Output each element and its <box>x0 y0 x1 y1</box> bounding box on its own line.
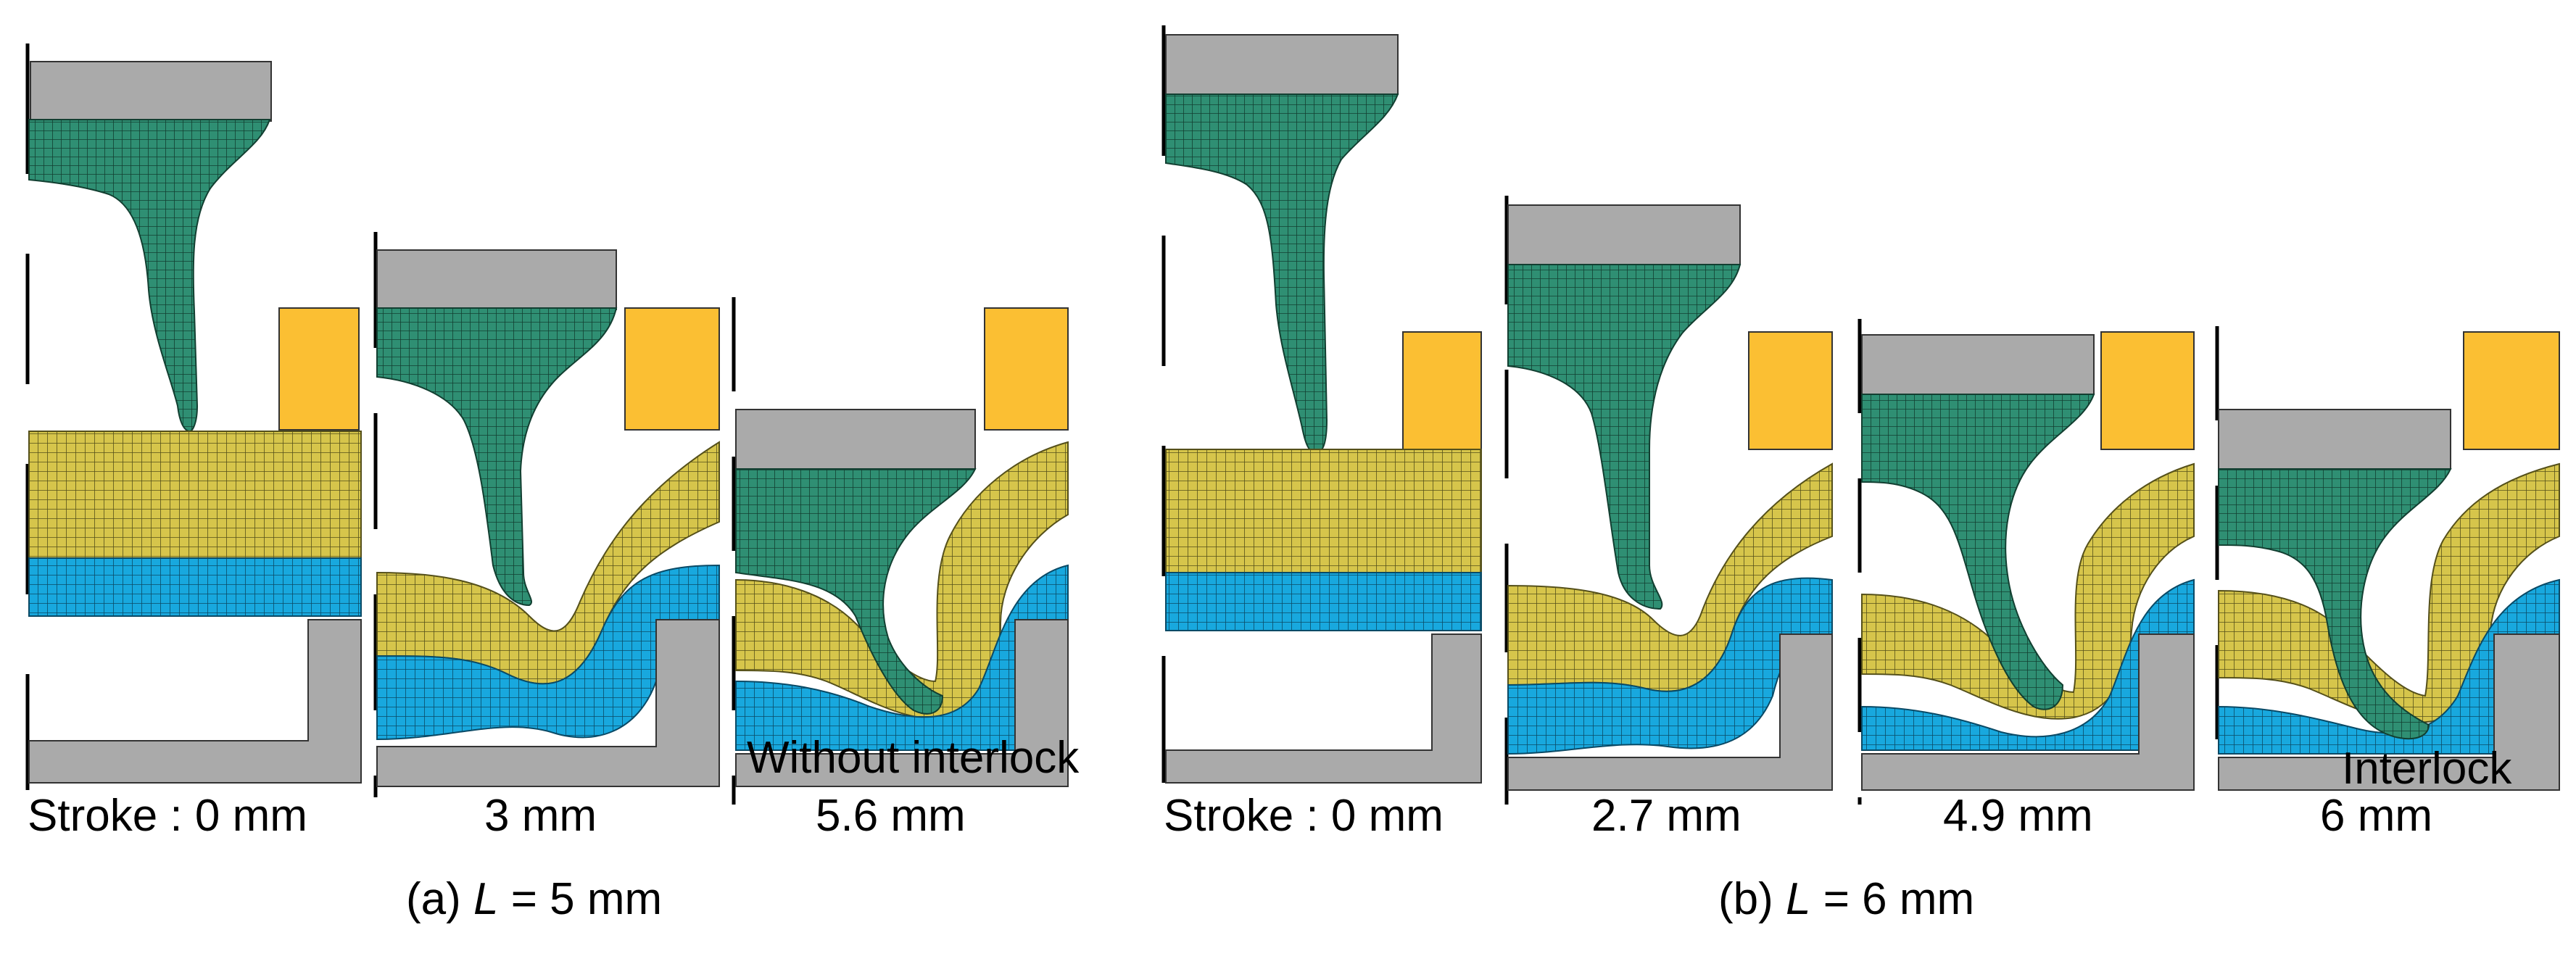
blankholder <box>376 249 617 310</box>
clamp <box>1748 331 1833 450</box>
stroke-label: Stroke : 0 mm <box>28 791 307 841</box>
upper-sheet <box>1165 449 1482 573</box>
stroke-label: 3 mm <box>484 791 597 841</box>
clamp <box>984 307 1069 431</box>
clamp <box>278 307 360 431</box>
lower-sheet <box>1165 572 1482 631</box>
die <box>1507 633 1833 791</box>
punch <box>1861 394 2095 710</box>
die <box>1165 633 1482 784</box>
blankholder <box>2218 409 2451 470</box>
panel-b-stroke-2-7 <box>1504 196 1833 805</box>
die <box>376 619 720 787</box>
punch <box>2218 468 2452 740</box>
punch <box>735 468 977 715</box>
stroke-label: 5.6 mm <box>816 791 966 841</box>
panel-b-stroke-0 <box>1161 25 1482 784</box>
punch <box>1507 264 1742 610</box>
caption-a: (a) L = 5 mm <box>406 874 663 924</box>
blankholder <box>1507 204 1741 265</box>
stroke-label: 4.9 mm <box>1943 791 2093 841</box>
panel-b-stroke-4-9 <box>1858 319 2195 805</box>
lower-sheet <box>735 564 1069 751</box>
stroke-label: Stroke : 0 mm <box>1164 791 1444 841</box>
upper-sheet <box>28 431 362 559</box>
interlock-note: Without interlock <box>747 733 1080 783</box>
interlock-note: Interlock <box>2342 744 2512 794</box>
blankholder <box>735 409 976 470</box>
die <box>28 619 362 784</box>
panel-a-stroke-3 <box>373 232 720 797</box>
lower-sheet <box>1507 577 1833 755</box>
die <box>735 619 1069 787</box>
blankholder <box>30 61 272 122</box>
stroke-label: 6 mm <box>2320 791 2432 841</box>
lower-sheet <box>1861 578 2195 751</box>
clamp <box>2463 331 2560 450</box>
clamp <box>1402 331 1482 450</box>
die <box>2218 633 2560 791</box>
blankholder <box>1861 334 2095 395</box>
die <box>1861 633 2195 791</box>
clamp <box>2100 331 2195 450</box>
caption-b: (b) L = 6 mm <box>1718 874 1975 924</box>
blankholder <box>1165 34 1399 95</box>
punch <box>1165 94 1399 454</box>
clamp <box>624 307 720 431</box>
panel-b-stroke-6 <box>2215 326 2560 805</box>
lower-sheet <box>28 557 362 617</box>
panel-a-stroke-5-6 <box>732 297 1069 805</box>
stroke-label: 2.7 mm <box>1591 791 1742 841</box>
lower-sheet <box>2218 578 2560 755</box>
punch <box>376 307 618 607</box>
punch <box>28 119 271 433</box>
panel-a-stroke-0 <box>25 43 362 790</box>
